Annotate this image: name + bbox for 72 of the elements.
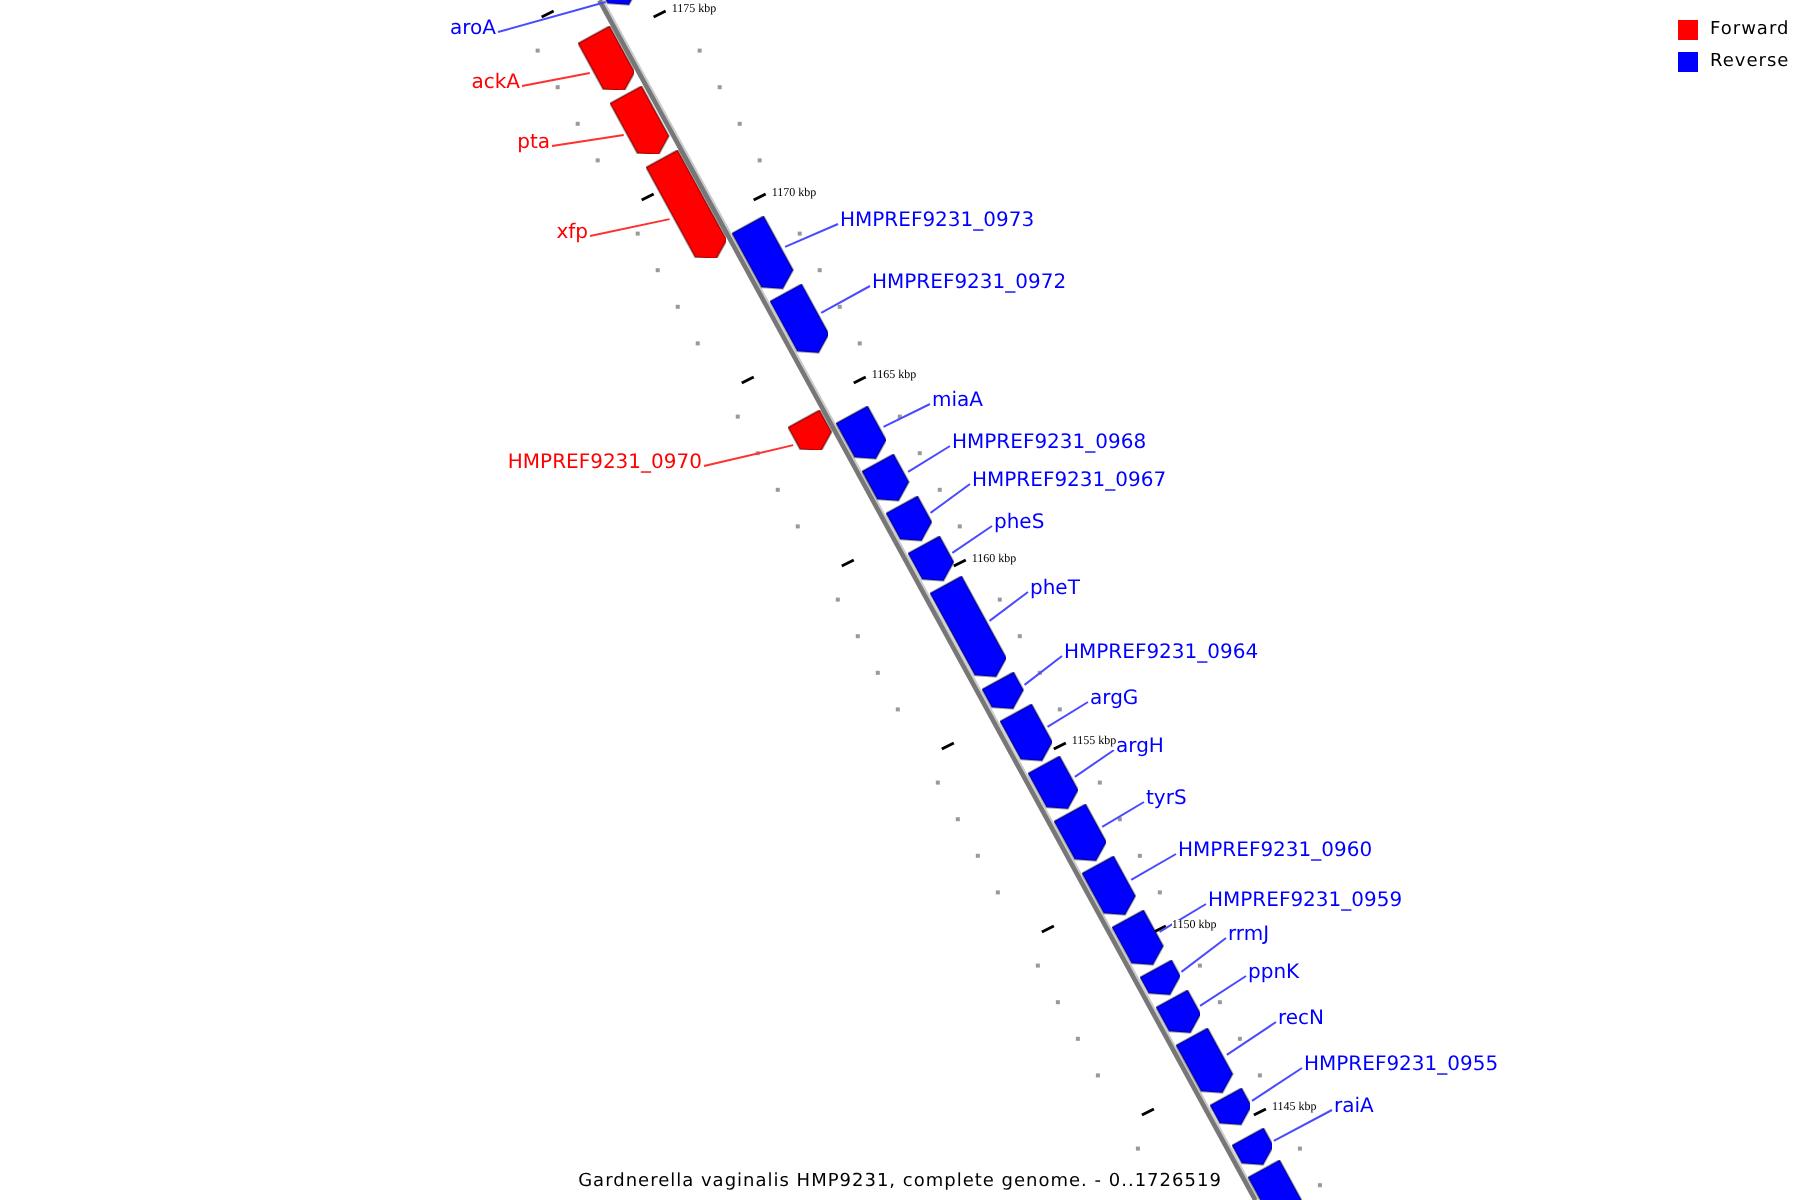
leader-line: [497, 1, 607, 33]
gene-block: [885, 496, 932, 542]
leader-line: [1046, 701, 1089, 728]
gene-label: HMPREF9231_0972: [872, 272, 1067, 296]
gene-block: [907, 536, 954, 582]
gene-label: argG: [1090, 688, 1139, 712]
gene-block: [1176, 1028, 1234, 1094]
leader-line: [1225, 1021, 1277, 1056]
leader-line: [1250, 1067, 1303, 1102]
gene-block: [1111, 910, 1164, 966]
leader-line: [1073, 749, 1115, 778]
gene-label: HMPREF9231_0964: [1064, 642, 1259, 666]
leader-line: [907, 445, 951, 473]
gene-block: [1027, 756, 1078, 810]
gene-block: [578, 25, 635, 91]
leader-line: [1272, 1109, 1333, 1142]
gene-label: rrmJ: [1228, 924, 1270, 948]
gene-label: xfp: [556, 222, 588, 246]
gene-label: HMPREF9231_0967: [972, 470, 1167, 494]
gene-label: pta: [517, 132, 550, 156]
gene-block: [787, 409, 832, 451]
gene-label: HMPREF9231_0968: [952, 432, 1147, 456]
caption: Gardnerella vaginalis HMP9231, complete genome. - 0..1726519: [578, 1172, 1222, 1192]
gene-label: HMPREF9231_0960: [1178, 840, 1373, 864]
leader-line: [1199, 975, 1247, 1007]
leader-line: [1180, 937, 1227, 973]
leader-line: [1158, 903, 1207, 933]
gene-block: [1155, 990, 1201, 1034]
leader-line: [820, 285, 871, 314]
gene-block: [1209, 1088, 1251, 1126]
gene-block: [769, 284, 829, 354]
gene-block: [1053, 804, 1107, 862]
gene-block: [1248, 1160, 1302, 1200]
gene-label: argH: [1116, 736, 1164, 760]
gene-block: [1139, 960, 1180, 996]
gene-label: HMPREF9231_0955: [1304, 1054, 1499, 1078]
legend-label: Forward: [1710, 18, 1790, 42]
leader-line: [1130, 853, 1177, 881]
gene-label: raiA: [1334, 1096, 1374, 1120]
leader-line: [589, 218, 671, 237]
gene-label: pheT: [1030, 578, 1080, 602]
leader-line: [951, 525, 993, 554]
gene-label: ackA: [471, 72, 520, 96]
leader-line: [784, 223, 839, 248]
leader-line: [882, 403, 931, 428]
leader-line: [1023, 655, 1063, 686]
gene-label: pheS: [994, 512, 1045, 536]
legend-label: Reverse: [1710, 50, 1790, 74]
gene-block: [836, 406, 887, 460]
leader-line: [929, 483, 971, 514]
gene-label: recN: [1278, 1008, 1325, 1032]
gene-block: [732, 216, 794, 290]
leader-line: [703, 444, 795, 467]
leader-line: [521, 72, 591, 87]
gene-label: HMPREF9231_0959: [1208, 890, 1403, 914]
gene-block: [610, 85, 670, 155]
gene-block: [645, 149, 727, 259]
gene-block: [862, 454, 910, 502]
gene-label: tyrS: [1146, 788, 1187, 812]
gene-block: [1231, 1128, 1273, 1166]
gene-block: [929, 576, 1006, 678]
gene-block: [1082, 856, 1136, 916]
leader-line: [1101, 801, 1145, 828]
gene-label: aroA: [450, 18, 496, 42]
gene-block: [999, 704, 1052, 762]
leader-line: [551, 134, 625, 147]
gene-label: HMPREF9231_0970: [507, 452, 702, 476]
gene-label: ppnK: [1248, 962, 1300, 986]
leader-line: [988, 591, 1029, 622]
gene-block: [981, 672, 1024, 710]
gene-label: HMPREF9231_0973: [840, 210, 1035, 234]
gene-label: miaA: [932, 390, 983, 414]
